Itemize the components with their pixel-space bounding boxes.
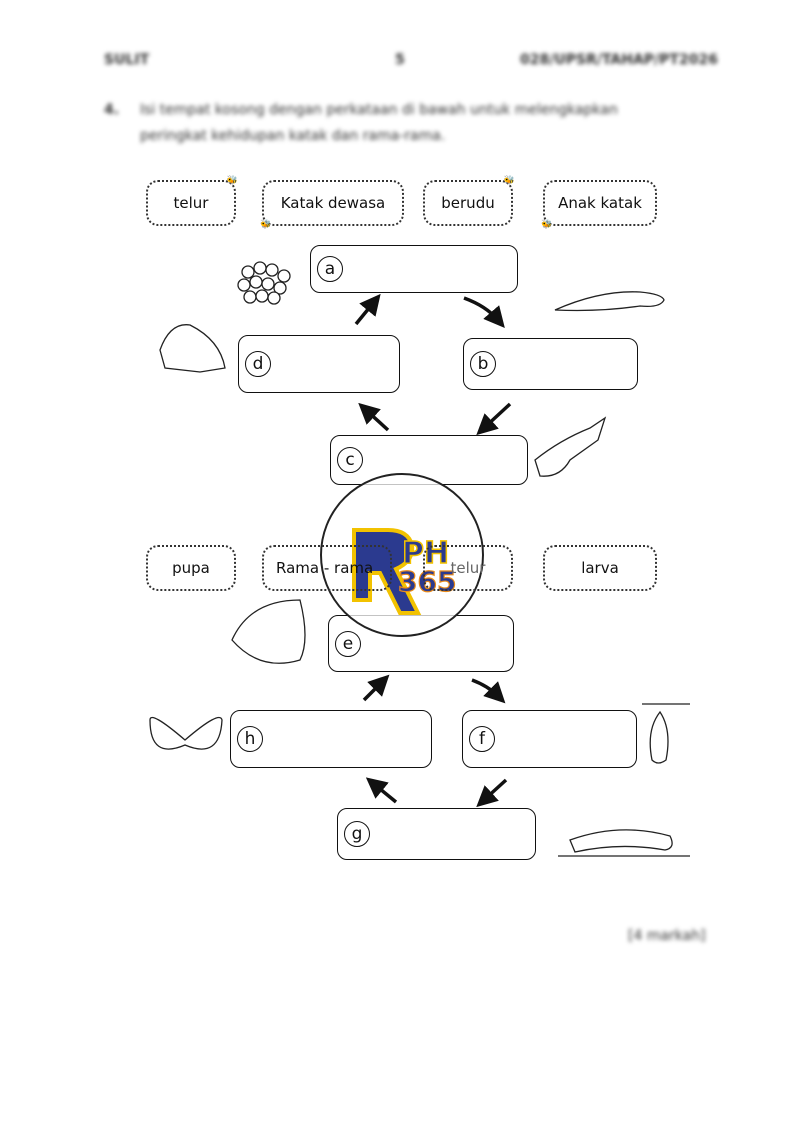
header-left: SULIT [104,52,150,68]
bee-icon: 🐝 [541,220,553,230]
bee-icon: 🐝 [260,220,272,230]
arrow-icon [476,778,508,808]
watermark-logo: PH 365 [320,473,484,637]
arrow-icon [362,674,390,702]
word-text: pupa [172,559,210,577]
marks-text: [4 markah] [628,928,706,944]
question-line-1: Isi tempat kosong dengan perkataan di ba… [140,102,618,118]
word-text: berudu [441,194,495,212]
header-page: 5 [395,52,405,68]
answer-box-h[interactable]: h [230,710,432,768]
arrow-icon [463,296,505,328]
bee-icon: 🐝 [226,176,238,186]
bee-icon: 🐝 [503,176,515,186]
answer-box-d[interactable]: d [238,335,400,393]
arrow-icon [476,402,512,436]
answer-box-a[interactable]: a [310,245,518,293]
word-box: pupa [146,545,236,591]
arrow-icon [471,678,506,704]
word-box: telur 🐝 [146,176,238,226]
arrow-icon [358,402,390,432]
word-text: telur [173,194,209,212]
label-c: c [337,447,363,473]
label-e: e [335,631,361,657]
word-box: Katak dewasa 🐝 [260,180,404,230]
frog-eggs-image [237,261,291,305]
label-f: f [469,726,495,752]
arrow-icon [365,777,398,804]
answer-box-b[interactable]: b [463,338,638,390]
word-box: Rama - rama [262,545,392,591]
label-a: a [317,256,343,282]
word-box: berudu 🐝 [423,176,515,226]
label-h: h [237,726,263,752]
word-text: larva [581,559,619,577]
answer-box-f[interactable]: f [462,710,637,768]
pupa-image [649,710,669,764]
leaf-eggs-image [231,599,306,664]
word-text: telur [450,559,486,577]
word-box: telur [423,545,513,591]
caterpillar-image [569,829,673,853]
label-b: b [470,351,496,377]
word-text: Rama - rama [276,559,374,577]
tadpole-image [554,291,665,312]
word-box: larva [543,545,657,591]
word-box: Anak katak 🐝 [541,180,657,230]
word-text: Anak katak [558,194,642,212]
question-number: 4. [104,102,120,118]
label-d: d [245,351,271,377]
header-right: 028/UPSR/TAHAP/PT2026 [520,52,718,68]
label-g: g [344,821,370,847]
frog-image [159,324,226,373]
arrow-icon [354,293,381,326]
butterfly-image [149,716,223,750]
question-line-2: peringkat kehidupan katak dan rama-rama. [140,128,446,144]
froglet-image [534,416,607,477]
answer-box-g[interactable]: g [337,808,536,860]
word-text: Katak dewasa [280,194,386,212]
